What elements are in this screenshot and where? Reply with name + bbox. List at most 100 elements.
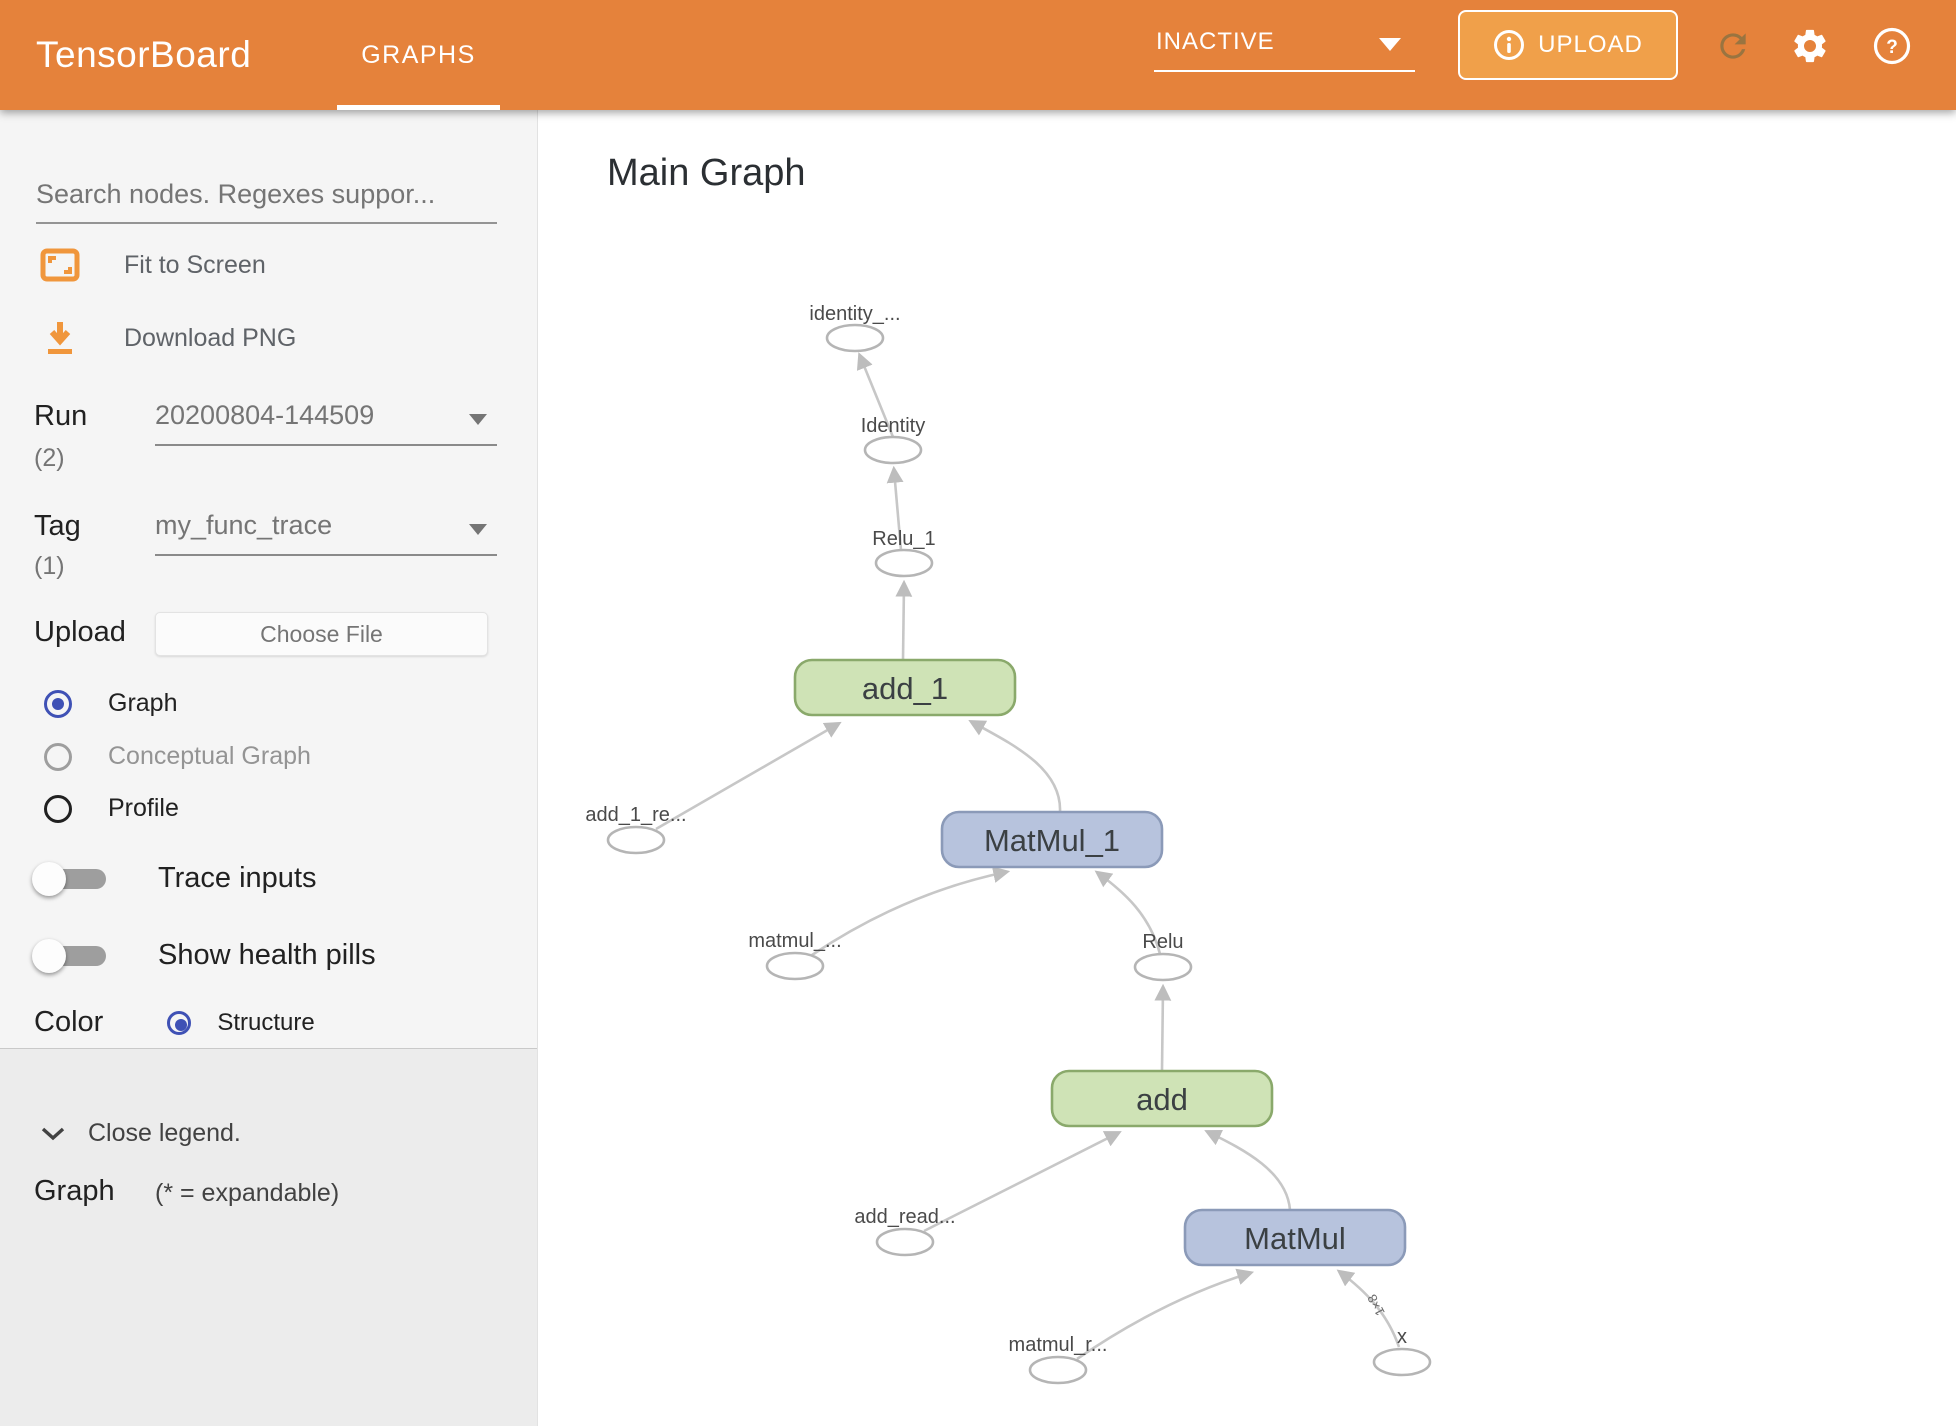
graph-nodes: identity_... Identity Relu_1 add_1 add_1…: [585, 303, 1432, 1385]
edge-add1-to-relu1: [895, 579, 913, 661]
refresh-button[interactable]: [1711, 24, 1755, 68]
node-relu[interactable]: Relu: [1133, 931, 1193, 982]
graph-edges: 1×8: [655, 352, 1401, 1361]
chevron-down-icon: [41, 1127, 65, 1140]
edge-addread-to-add: [923, 1131, 1122, 1233]
radio-conceptual-graph[interactable]: Conceptual Graph: [44, 742, 311, 771]
svg-text:add_1: add_1: [862, 671, 948, 706]
choose-file-button[interactable]: Choose File: [155, 612, 488, 656]
node-add-1[interactable]: add_1: [793, 658, 1017, 717]
radio-selected-icon: [44, 689, 72, 718]
svg-text:matmul_...: matmul_...: [748, 930, 841, 952]
svg-text:Relu_1: Relu_1: [872, 528, 935, 550]
close-legend-button[interactable]: Close legend.: [40, 1119, 241, 1148]
svg-text:identity_...: identity_...: [809, 303, 900, 325]
tab-graphs-label: GRAPHS: [361, 40, 476, 69]
radio-graph[interactable]: Graph: [44, 689, 177, 718]
tag-dropdown-value: my_func_trace: [155, 510, 333, 540]
node-add-read[interactable]: add_read...: [854, 1206, 956, 1257]
help-icon: ?: [1873, 27, 1911, 65]
node-matmul-1[interactable]: MatMul_1: [940, 810, 1164, 869]
node-x[interactable]: x: [1372, 1326, 1432, 1377]
edge-add-to-relu: [1154, 983, 1172, 1072]
refresh-icon: [1720, 33, 1746, 59]
radio-conceptual-graph-label: Conceptual Graph: [108, 742, 311, 770]
svg-text:add_1_re...: add_1_re...: [585, 804, 686, 826]
app-logo: TensorBoard: [36, 34, 252, 75]
chevron-down-icon: [469, 524, 487, 535]
main-graph-panel: Main Graph 1×8: [538, 110, 1956, 1426]
status-dropdown-value: INACTIVE: [1156, 28, 1275, 55]
show-health-pills-label: Show health pills: [158, 939, 376, 971]
radio-unselected-icon: [44, 742, 72, 771]
color-label: Color: [34, 1006, 104, 1038]
svg-text:add: add: [1136, 1082, 1188, 1117]
svg-text:x: x: [1397, 1326, 1407, 1348]
color-by-row: Color Structure: [34, 1006, 315, 1039]
edge-x-to-matmul: [1336, 1269, 1401, 1348]
upload-label: Upload: [34, 616, 126, 648]
node-matmul-r-read[interactable]: matmul_r...: [1009, 1334, 1108, 1385]
tag-count: (1): [34, 552, 65, 580]
page-title: Main Graph: [607, 152, 806, 194]
edge-add1read-to-add1: [655, 721, 842, 831]
node-identity[interactable]: Identity: [861, 415, 925, 465]
radio-graph-label: Graph: [108, 689, 178, 717]
node-matmul-read[interactable]: matmul_...: [748, 930, 842, 981]
legend-heading: Graph: [34, 1175, 115, 1207]
fit-to-screen-button[interactable]: Fit to Screen: [40, 248, 266, 282]
color-structure-label: Structure: [217, 1008, 315, 1036]
settings-button[interactable]: [1788, 24, 1832, 68]
svg-text:Identity: Identity: [861, 415, 925, 437]
app-header: TensorBoard GRAPHS INACTIVE UPLOAD: [0, 0, 1956, 110]
edge-matmul1-to-add1: [968, 719, 1062, 813]
gear-icon: [1794, 29, 1826, 63]
run-label: Run: [34, 400, 88, 432]
sidebar: Fit to Screen Download PNG Run (2) 20200…: [0, 110, 538, 1426]
chevron-down-icon: [469, 414, 487, 425]
svg-text:matmul_r...: matmul_r...: [1009, 1334, 1108, 1356]
graph-canvas[interactable]: 1×8 identity_... Identity Relu_1: [538, 110, 1956, 1426]
upload-button[interactable]: UPLOAD: [1458, 10, 1678, 80]
svg-text:?: ?: [1886, 37, 1898, 58]
tag-label: Tag: [34, 510, 81, 542]
edge-identity-to-identity-read: [856, 352, 895, 438]
fit-to-screen-label: Fit to Screen: [124, 250, 266, 279]
search-input[interactable]: [36, 166, 497, 224]
status-dropdown[interactable]: INACTIVE: [1154, 20, 1415, 72]
download-png-button[interactable]: Download PNG: [40, 320, 296, 356]
edge-matmulrread-to-matmul: [1076, 1268, 1255, 1361]
show-health-pills-toggle[interactable]: Show health pills: [32, 938, 376, 973]
legend-expandable-note: (* = expandable): [155, 1179, 340, 1207]
edge-matmul-to-add: [1204, 1129, 1292, 1211]
chevron-down-icon: [1379, 38, 1401, 51]
node-add[interactable]: add: [1050, 1069, 1274, 1128]
node-add-1-read[interactable]: add_1_re...: [585, 804, 687, 855]
svg-text:MatMul: MatMul: [1244, 1221, 1346, 1256]
close-legend-label: Close legend.: [88, 1119, 241, 1147]
download-icon: [48, 322, 72, 354]
node-matmul[interactable]: MatMul: [1183, 1208, 1407, 1267]
tag-dropdown[interactable]: my_func_trace: [155, 504, 497, 556]
radio-profile-label: Profile: [108, 794, 179, 822]
trace-inputs-toggle[interactable]: Trace inputs: [32, 861, 317, 896]
info-icon: [1494, 30, 1525, 60]
node-relu-1[interactable]: Relu_1: [872, 528, 936, 578]
download-png-label: Download PNG: [124, 323, 297, 352]
tab-graphs[interactable]: GRAPHS: [337, 0, 500, 110]
trace-inputs-label: Trace inputs: [158, 862, 317, 894]
toggle-off-icon: [32, 938, 106, 973]
help-button[interactable]: ?: [1870, 24, 1914, 68]
radio-unselected-icon: [44, 794, 72, 823]
run-count: (2): [34, 444, 65, 472]
radio-profile[interactable]: Profile: [44, 794, 179, 823]
node-identity-read[interactable]: identity_...: [809, 303, 901, 353]
radio-structure[interactable]: [167, 1010, 192, 1035]
svg-text:Relu: Relu: [1142, 931, 1183, 953]
legend-panel: Close legend. Graph (* = expandable) Nam…: [0, 1048, 537, 1426]
edge-relu-to-matmul1: [1094, 870, 1162, 955]
run-dropdown[interactable]: 20200804-144509: [155, 394, 497, 446]
edge-matmulread-to-matmul1: [811, 866, 1011, 957]
fit-to-screen-icon: [40, 248, 80, 282]
